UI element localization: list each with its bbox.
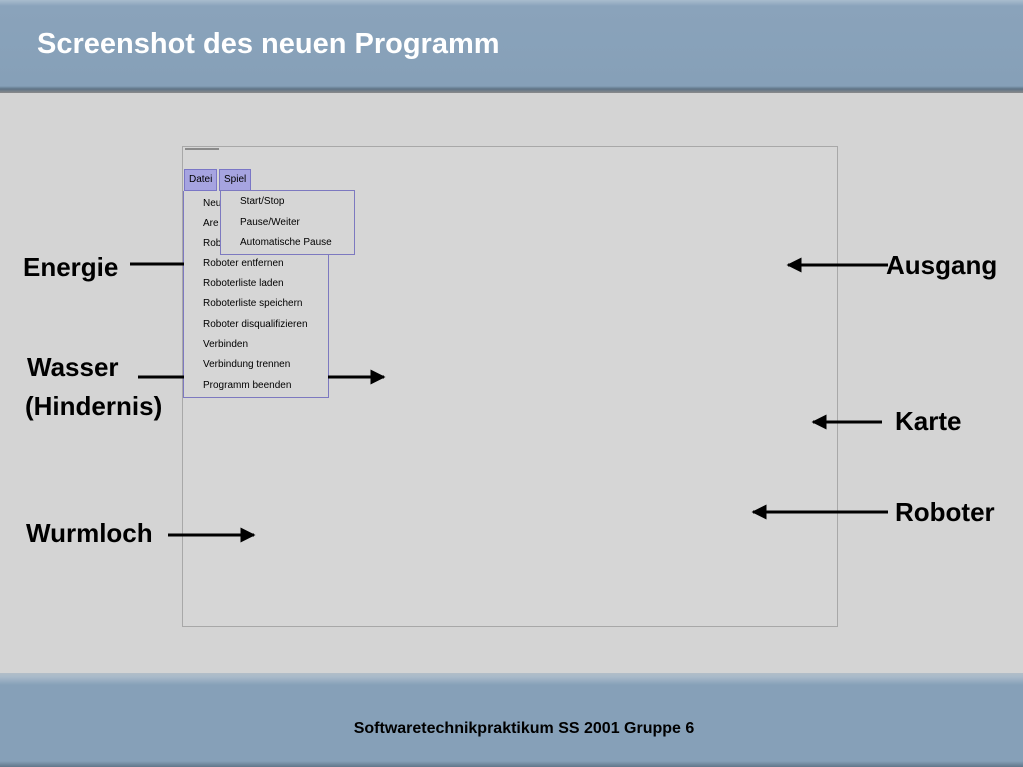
program-window: Datei Spiel Neu Are Rob Roboter entferne… <box>182 146 838 627</box>
slide-header: Screenshot des neuen Programm <box>0 0 1023 93</box>
menu-item-roboter-entfernen[interactable]: Roboter entfernen <box>203 258 284 269</box>
window-titlebar <box>185 148 219 150</box>
label-karte: Karte <box>895 406 962 436</box>
menu-item-rob[interactable]: Rob <box>203 238 222 249</box>
footer-text: Softwaretechnikpraktikum SS 2001 Gruppe … <box>353 720 695 737</box>
label-wasser: Wasser <box>27 352 119 382</box>
slide-title: Screenshot des neuen Programm <box>37 28 500 60</box>
slide-footer: Softwaretechnikpraktikum SS 2001 Gruppe … <box>0 673 1023 767</box>
menu-item-automatische-pause[interactable]: Automatische Pause <box>240 237 332 248</box>
menu-item-neu[interactable]: Neu <box>203 198 222 209</box>
menu-item-verbindung-trennen[interactable]: Verbindung trennen <box>203 359 291 370</box>
label-ausgang: Ausgang <box>886 250 998 280</box>
menu-item-roboterliste-laden[interactable]: Roboterliste laden <box>203 278 284 289</box>
menu-spiel[interactable]: Spiel <box>219 169 252 191</box>
menu-datei[interactable]: Datei <box>184 169 218 191</box>
menu-item-programm-beenden[interactable]: Programm beenden <box>203 380 292 391</box>
menu-item-are[interactable]: Are <box>203 218 219 229</box>
menu-item-pause-weiter[interactable]: Pause/Weiter <box>240 217 300 228</box>
label-roboter: Roboter <box>895 497 995 527</box>
label-wurmloch: Wurmloch <box>26 518 153 548</box>
menu-item-roboter-disqualifizieren[interactable]: Roboter disqualifizieren <box>203 319 308 330</box>
menu-item-start-stop[interactable]: Start/Stop <box>240 196 285 207</box>
label-energie: Energie <box>23 252 119 282</box>
menu-item-verbinden[interactable]: Verbinden <box>203 339 249 350</box>
label-hindernis: (Hindernis) <box>25 391 163 421</box>
menu-item-roboterliste-speichern[interactable]: Roboterliste speichern <box>203 298 303 309</box>
spiel-dropdown: Start/Stop Pause/Weiter Automatische Pau… <box>220 190 355 255</box>
